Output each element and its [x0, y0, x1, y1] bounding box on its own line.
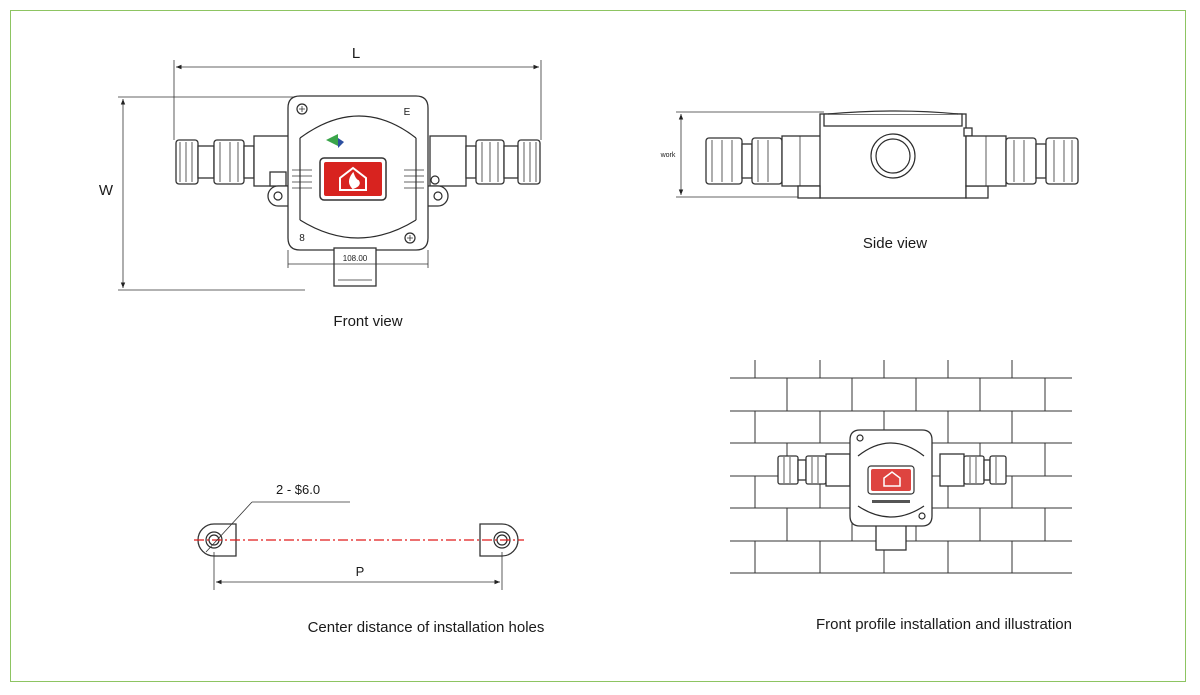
page-frame: [10, 10, 1186, 682]
marker-bottom: 8: [299, 233, 305, 244]
side-height-label: work: [660, 152, 676, 159]
caption-side-view: Side view: [863, 235, 927, 252]
caption-installation: Front profile installation and illustrat…: [816, 616, 1072, 633]
installation-view: Front profile installation and illustrat…: [730, 360, 1072, 633]
fire-house-icon: [339, 166, 367, 191]
hole-spec-label: 2 - $6.0: [276, 482, 320, 497]
caption-holes: Center distance of installation holes: [308, 619, 545, 636]
width-label: W: [99, 182, 114, 199]
mounted-device: [777, 429, 1007, 551]
caption-front-view: Front view: [333, 313, 402, 330]
hole-distance-label: P: [356, 564, 365, 579]
length-label: L: [352, 45, 360, 62]
marker-top: E: [404, 107, 411, 118]
side-view: work Side view: [660, 110, 1079, 252]
holes-view: 2 - $6.0 P Center distance of installati…: [194, 482, 544, 636]
front-view: L W: [99, 45, 542, 330]
brand-logo-icon: [326, 134, 344, 148]
bottom-width-label: 108.00: [343, 254, 368, 263]
